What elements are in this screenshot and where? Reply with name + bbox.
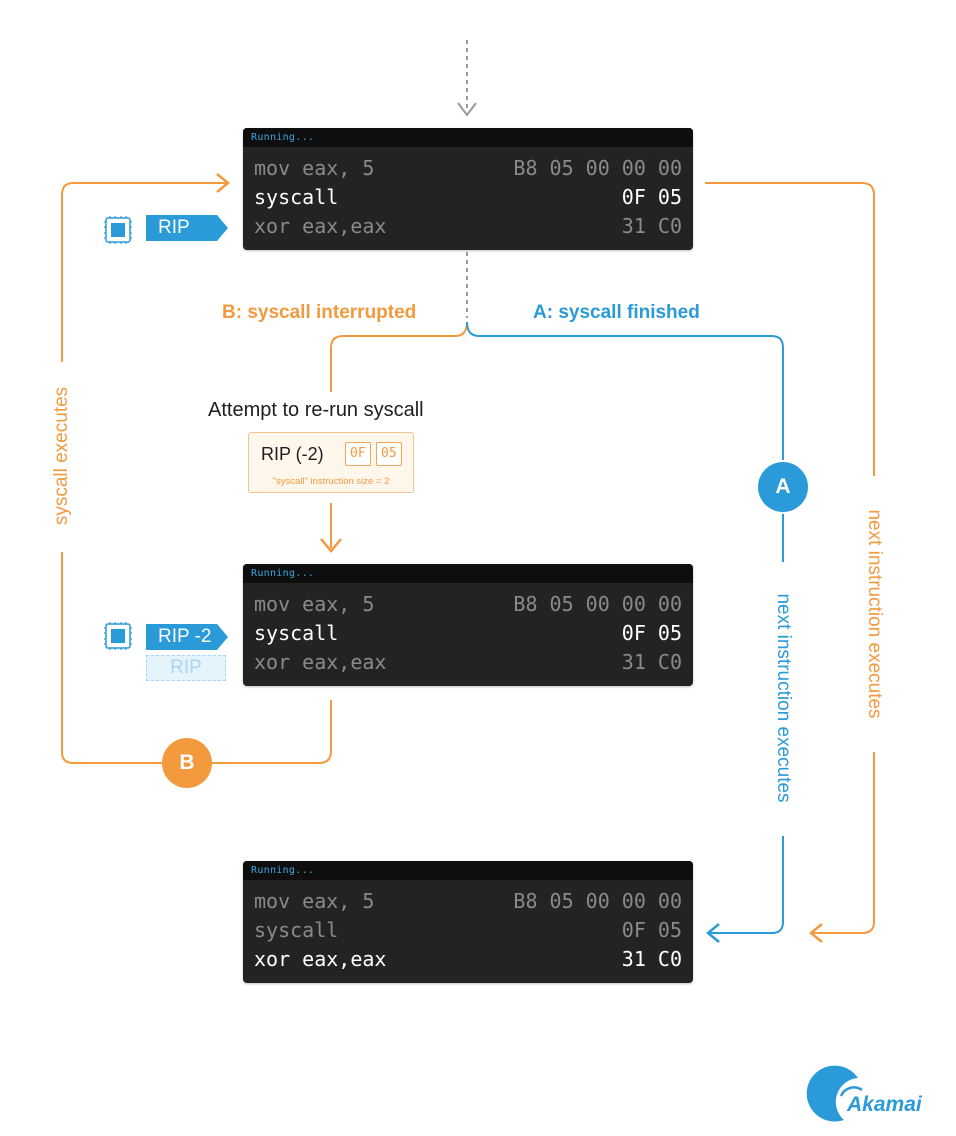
instruction-bytes: 31 C0 — [621, 947, 682, 971]
terminal-1: Running... mov eax, 5 B8 05 00 00 00 sys… — [243, 128, 693, 250]
instruction-bytes: 0F 05 — [621, 185, 682, 209]
cpu-chip-icon — [104, 216, 132, 244]
terminal-3: Running... mov eax, 5 B8 05 00 00 00 sys… — [243, 861, 693, 983]
instruction-text: syscall — [254, 185, 339, 209]
syscall-byte-2: 05 — [376, 442, 402, 466]
instruction-text: xor eax,eax — [254, 214, 387, 238]
syscall-executes-label: syscall executes — [51, 386, 72, 526]
branch-b-label: B: syscall interrupted — [222, 302, 417, 323]
akamai-logo-icon — [806, 1065, 863, 1122]
rip-adjust-label: RIP (-2) — [261, 444, 324, 464]
rip-pointer-tag: RIP — [146, 215, 228, 241]
branch-a-line — [466, 321, 784, 460]
badge-a: A — [758, 462, 808, 512]
terminal-status: Running... — [243, 564, 693, 583]
rip-adjusted-tag: RIP -2 — [146, 624, 228, 650]
instruction-bytes: B8 05 00 00 00 — [513, 889, 682, 913]
branch-a-label: A: syscall finished — [533, 302, 700, 323]
instruction-row: syscall 0F 05 — [254, 916, 682, 945]
instruction-text: xor eax,eax — [254, 650, 387, 674]
instruction-row: syscall 0F 05 — [254, 183, 682, 212]
left-loop-top — [61, 182, 228, 362]
rerun-arrowhead — [320, 538, 342, 553]
instruction-bytes: 31 C0 — [621, 214, 682, 238]
path-a-to-terminal-3 — [710, 836, 784, 934]
instruction-bytes: 0F 05 — [621, 621, 682, 645]
rip-previous-tag: RIP — [146, 655, 226, 681]
syscall-byte-1: 0F — [345, 442, 371, 466]
instruction-bytes: 31 C0 — [621, 650, 682, 674]
instruction-row: xor eax,eax 31 C0 — [254, 648, 682, 677]
instruction-text: mov eax, 5 — [254, 889, 375, 913]
rerun-label: Attempt to re-run syscall — [208, 399, 424, 421]
instruction-bytes: B8 05 00 00 00 — [513, 592, 682, 616]
akamai-wordmark: Akamai — [847, 1093, 922, 1116]
entry-arrowhead — [457, 102, 477, 117]
terminal-status: Running... — [243, 861, 693, 880]
instruction-row: mov eax, 5 B8 05 00 00 00 — [254, 590, 682, 619]
left-loop-arrowhead — [216, 173, 230, 193]
instruction-text: syscall — [254, 918, 339, 942]
path-a-next-instruction-label: next instruction executes — [773, 593, 794, 803]
instruction-text: xor eax,eax — [254, 947, 387, 971]
path-a-arrowhead — [706, 923, 720, 943]
instruction-bytes: 0F 05 — [621, 918, 682, 942]
instruction-row: xor eax,eax 31 C0 — [254, 212, 682, 241]
outer-right-arrowhead — [809, 923, 823, 943]
branch-b-line — [330, 321, 468, 392]
rip-adjust-box: RIP (-2) 0F 05 "syscall" instruction siz… — [248, 432, 414, 493]
instruction-size-caption: "syscall" instruction size = 2 — [272, 476, 390, 487]
instruction-bytes: B8 05 00 00 00 — [513, 156, 682, 180]
terminal-2: Running... mov eax, 5 B8 05 00 00 00 sys… — [243, 564, 693, 686]
instruction-row: mov eax, 5 B8 05 00 00 00 — [254, 887, 682, 916]
outer-next-instruction-label: next instruction executes — [864, 509, 885, 719]
instruction-text: mov eax, 5 — [254, 592, 375, 616]
instruction-text: syscall — [254, 621, 339, 645]
instruction-text: mov eax, 5 — [254, 156, 375, 180]
instruction-row: syscall 0F 05 — [254, 619, 682, 648]
terminal-status: Running... — [243, 128, 693, 147]
outer-right-loop-top — [705, 182, 875, 476]
badge-b: B — [162, 738, 212, 788]
instruction-row: xor eax,eax 31 C0 — [254, 945, 682, 974]
cpu-chip-icon — [104, 622, 132, 650]
left-loop-bottom — [61, 552, 162, 764]
outer-right-loop-bottom — [813, 752, 875, 934]
instruction-row: mov eax, 5 B8 05 00 00 00 — [254, 154, 682, 183]
b-return-line — [212, 700, 332, 764]
